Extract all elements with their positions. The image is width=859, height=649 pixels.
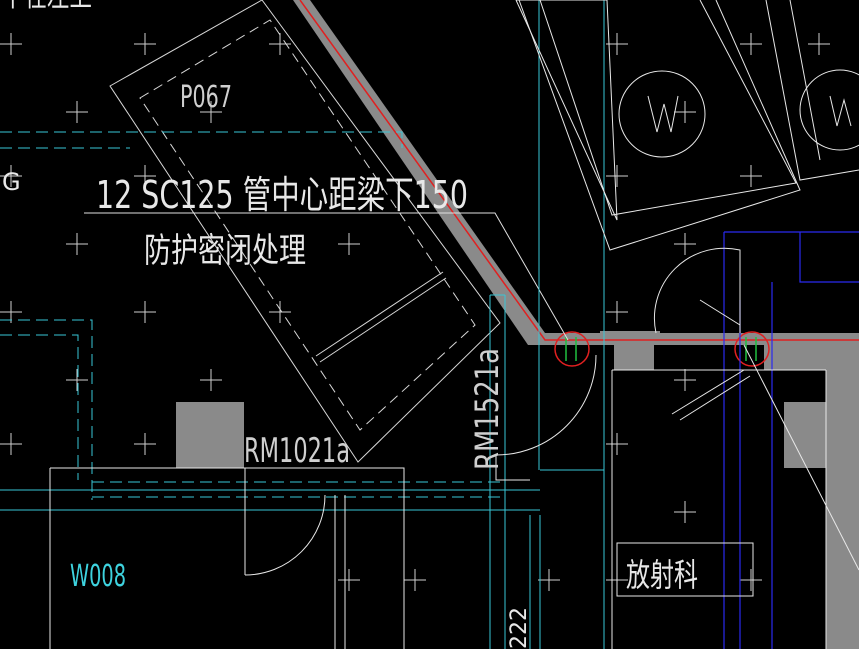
bottom-fragment: 222 [507,607,532,649]
red-pipe [299,0,859,341]
small-mark-left: G [2,168,21,196]
diagonal-wall [293,0,545,345]
horizontal-wall [528,333,859,345]
wall-stub-c [600,331,660,335]
cyan-lines [0,0,605,649]
pipe-sleeve-left [554,331,590,367]
dept-label: 放射科 [626,556,698,594]
right-wall [826,345,859,649]
door-label-rm1521: RM1521a [468,348,506,470]
leader-line [84,212,569,341]
column-left [176,402,244,468]
rotated-room-box [109,0,501,463]
grid-crosshairs [0,33,830,591]
wall-stub-a [614,345,654,370]
room-label-p067: P067 [180,80,232,115]
column-right [784,402,826,468]
blue-lines [723,231,859,649]
sleeve-marks [565,337,757,361]
wall-stub-b [764,345,826,370]
top-left-fragment: 下在左上 [2,0,92,14]
door-label-rm1021: RM1021a [244,431,350,471]
note-line-2: 防护密闭处理 [144,231,306,271]
pipe-sleeve-right [734,331,770,367]
window-label-w008: W008 [70,559,126,594]
note-line-1: 12 SC125 管中心距梁下150 [96,173,468,217]
white-lines [49,0,859,649]
